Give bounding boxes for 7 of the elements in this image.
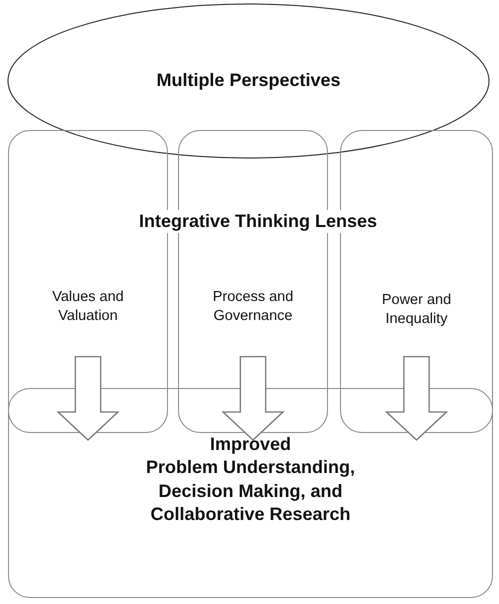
node-text: Problem Understanding, Decision Making, and Collaborative Research	[144, 456, 356, 526]
node-text: Multiple Perspectives	[156, 69, 341, 92]
node-text: Improved	[210, 433, 292, 456]
rounded-box	[8, 388, 493, 598]
node-text: Power and Inequality	[380, 291, 452, 329]
node-text: Values and Valuation	[51, 288, 125, 326]
node-text: Process and Governance	[212, 288, 294, 326]
